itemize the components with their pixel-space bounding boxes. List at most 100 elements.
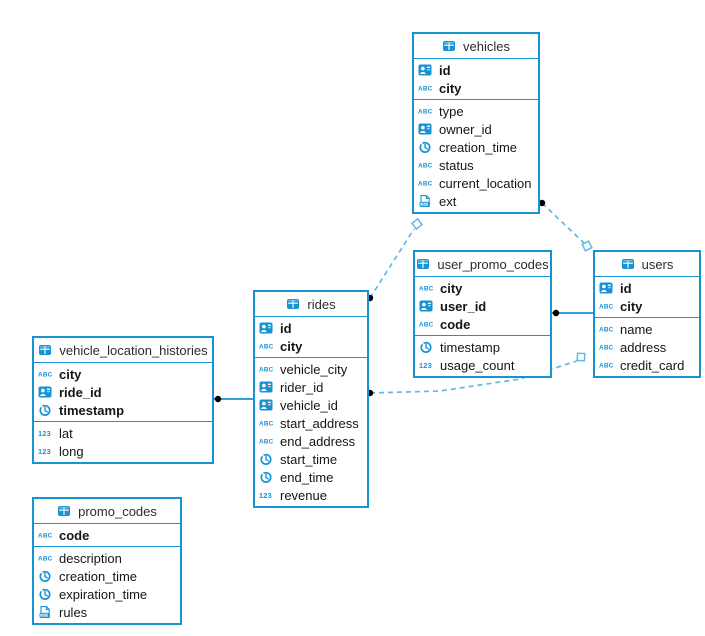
table-row[interactable]: ABC address — [595, 338, 699, 356]
number-type-icon: 123 — [419, 358, 435, 372]
table-row[interactable]: ABC code — [415, 315, 550, 333]
fields-section: ABC type owner_id creation_time ABC stat… — [414, 100, 538, 212]
table-row[interactable]: ABC status — [414, 156, 538, 174]
field-label: ext — [439, 193, 457, 209]
svg-text:JSON: JSON — [421, 202, 431, 206]
svg-text:123: 123 — [38, 447, 51, 456]
field-label: user_id — [440, 298, 487, 314]
text-type-icon: ABC — [599, 340, 615, 354]
svg-text:ABC: ABC — [599, 304, 614, 311]
table-row[interactable]: rider_id — [255, 378, 367, 396]
primary-key-section: ABC city user_id ABC code — [415, 277, 550, 336]
field-label: code — [440, 316, 471, 332]
id-badge-icon — [418, 63, 434, 77]
text-type-icon: ABC — [418, 158, 434, 172]
svg-text:123: 123 — [419, 361, 432, 370]
table-row[interactable]: 123 long — [34, 442, 212, 460]
field-label: city — [439, 80, 462, 96]
table-row[interactable]: id — [595, 279, 699, 297]
relation-user_promo_codes-users[interactable] — [552, 309, 593, 317]
table-row[interactable]: ABC name — [595, 320, 699, 338]
text-type-icon: ABC — [418, 176, 434, 190]
table-row[interactable]: 123 revenue — [255, 486, 367, 504]
entity-table-rides[interactable]: rides id ABC city ABC vehicle_city rider… — [253, 290, 369, 508]
entity-table-vehicles[interactable]: vehicles id ABC city ABC type owner_id c… — [412, 32, 540, 214]
text-type-icon: ABC — [38, 551, 54, 565]
json-type-icon: JSON — [38, 605, 54, 619]
table-row[interactable]: 123 usage_count — [415, 356, 550, 374]
table-row[interactable]: ABC city — [255, 337, 367, 355]
field-label: rules — [59, 604, 88, 620]
field-label: revenue — [280, 487, 327, 503]
table-row[interactable]: ABC current_location — [414, 174, 538, 192]
field-label: creation_time — [59, 568, 138, 584]
table-header[interactable]: user_promo_codes — [415, 252, 550, 277]
table-row[interactable]: JSON ext — [414, 192, 538, 210]
table-row[interactable]: creation_time — [414, 138, 538, 156]
table-name: vehicle_location_histories — [59, 342, 208, 358]
svg-text:ABC: ABC — [419, 322, 434, 329]
table-name: promo_codes — [78, 503, 157, 519]
table-row[interactable]: creation_time — [34, 567, 180, 585]
svg-text:ABC: ABC — [259, 367, 274, 374]
table-row[interactable]: start_time — [255, 450, 367, 468]
field-label: id — [439, 62, 451, 78]
table-row[interactable]: expiration_time — [34, 585, 180, 603]
relation-vehicle_location_histories-rides[interactable] — [214, 395, 253, 403]
table-row[interactable]: ABC city — [34, 365, 212, 383]
table-row[interactable]: ABC credit_card — [595, 356, 699, 374]
table-row[interactable]: user_id — [415, 297, 550, 315]
table-row[interactable]: id — [255, 319, 367, 337]
table-header[interactable]: rides — [255, 292, 367, 317]
field-label: vehicle_id — [280, 397, 338, 413]
table-header[interactable]: users — [595, 252, 699, 277]
table-row[interactable]: timestamp — [34, 401, 212, 419]
table-row[interactable]: ABC description — [34, 549, 180, 567]
entity-table-user_promo_codes[interactable]: user_promo_codes ABC city user_id ABC co… — [413, 250, 552, 378]
fields-section: timestamp 123 usage_count — [415, 336, 550, 376]
table-row[interactable]: ABC city — [415, 279, 550, 297]
timestamp-type-icon — [259, 452, 275, 466]
table-row[interactable]: timestamp — [415, 338, 550, 356]
table-row[interactable]: ABC city — [595, 297, 699, 315]
table-row[interactable]: vehicle_id — [255, 396, 367, 414]
json-type-icon: JSON — [418, 194, 434, 208]
text-type-icon: ABC — [419, 317, 435, 331]
table-row[interactable]: 123 lat — [34, 424, 212, 442]
svg-text:ABC: ABC — [418, 163, 433, 170]
svg-text:ABC: ABC — [418, 109, 433, 116]
table-row[interactable]: ABC end_address — [255, 432, 367, 450]
id-badge-icon — [259, 380, 275, 394]
table-row[interactable]: ABC start_address — [255, 414, 367, 432]
relation-endpoint-diamond — [576, 352, 586, 362]
entity-table-users[interactable]: users id ABC city ABC name ABC address A… — [593, 250, 701, 378]
field-label: type — [439, 103, 464, 119]
table-row[interactable]: ABC code — [34, 526, 180, 544]
table-icon — [57, 504, 73, 518]
primary-key-section: ABC code — [34, 524, 180, 547]
timestamp-type-icon — [38, 403, 54, 417]
table-row[interactable]: JSON rules — [34, 603, 180, 621]
entity-table-vehicle_location_histories[interactable]: vehicle_location_histories ABC city ride… — [32, 336, 214, 464]
table-row[interactable]: ABC type — [414, 102, 538, 120]
text-type-icon: ABC — [418, 81, 434, 95]
fields-section: ABC description creation_time expiration… — [34, 547, 180, 623]
field-label: ride_id — [59, 384, 102, 400]
relation-vehicles-users[interactable] — [538, 199, 593, 252]
table-row[interactable]: owner_id — [414, 120, 538, 138]
table-row[interactable]: ABC vehicle_city — [255, 360, 367, 378]
timestamp-type-icon — [259, 470, 275, 484]
table-row[interactable]: ABC city — [414, 79, 538, 97]
table-header[interactable]: vehicle_location_histories — [34, 338, 212, 363]
table-header[interactable]: vehicles — [414, 34, 538, 59]
fields-section: ABC vehicle_city rider_id vehicle_id ABC… — [255, 358, 367, 506]
table-row[interactable]: id — [414, 61, 538, 79]
number-type-icon: 123 — [259, 488, 275, 502]
entity-table-promo_codes[interactable]: promo_codes ABC code ABC description cre… — [32, 497, 182, 625]
number-type-icon: 123 — [38, 426, 54, 440]
table-row[interactable]: end_time — [255, 468, 367, 486]
timestamp-type-icon — [418, 140, 434, 154]
field-label: start_time — [280, 451, 338, 467]
table-row[interactable]: ride_id — [34, 383, 212, 401]
table-header[interactable]: promo_codes — [34, 499, 180, 524]
